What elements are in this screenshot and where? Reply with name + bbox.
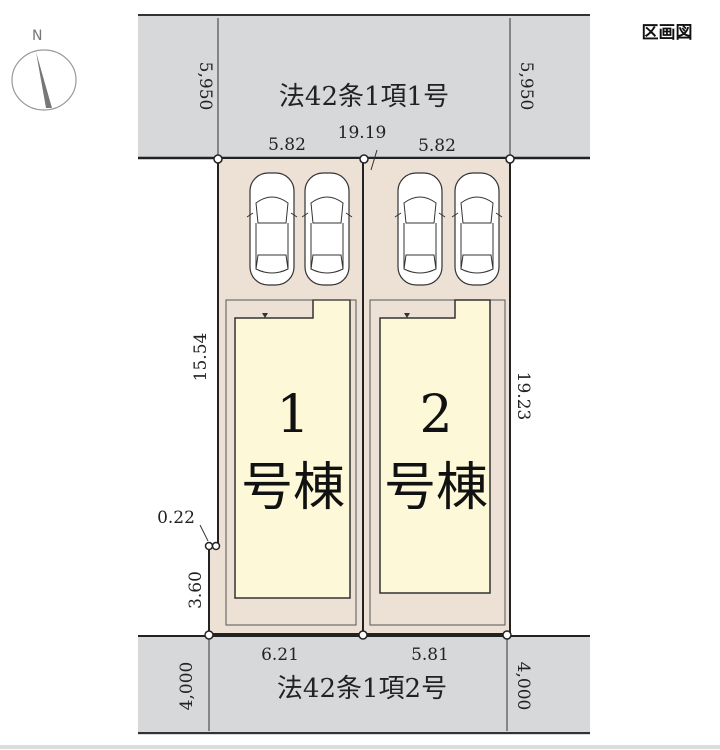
parking-space-car-icon [394, 172, 446, 286]
boundary-markers [204, 154, 515, 640]
title-box: 区画図 [625, 20, 710, 44]
south-road-width-right: 4,000 [513, 662, 533, 711]
dim-bottom-lot1: 6.21 [261, 645, 299, 665]
north-road: 法42条1項1号 5,950 5,950 [138, 14, 590, 160]
north-road-width-left: 5,950 [195, 62, 215, 111]
dim-top-lot2: 5.82 [418, 136, 456, 156]
north-compass-icon: N [11, 28, 77, 111]
parking-space-car-icon [301, 172, 353, 286]
lot-1: 1 号棟 [208, 157, 364, 635]
dim-right: 19.23 [513, 372, 533, 421]
lot-1-label: 号棟 [241, 458, 345, 518]
lot-2-label: 号棟 [384, 458, 488, 518]
dim-top-diagonal: 19.19 [338, 123, 387, 143]
lot-1-number: 1 [276, 385, 309, 445]
dim-left-jog: 0.22 [157, 508, 195, 528]
north-label: N [32, 28, 42, 44]
parking-space-car-icon [246, 172, 298, 286]
north-road-label: 法42条1項1号 [279, 82, 449, 112]
dim-top-lot1: 5.82 [268, 135, 306, 155]
south-road-width-left: 4,000 [177, 662, 197, 711]
lot-dimensions: 5.82 19.19 5.82 15.54 0.22 3.60 19.23 6.… [157, 123, 533, 665]
lot-2: 2 号棟 [362, 157, 511, 635]
dim-bottom-lot2: 5.81 [411, 645, 449, 665]
south-road: 法42条1項2号 4,000 4,000 [138, 635, 590, 735]
dim-left-upper: 15.54 [191, 333, 211, 382]
north-road-width-right: 5,950 [516, 62, 536, 111]
dim-left-lower: 3.60 [186, 571, 206, 609]
lot-2-number: 2 [419, 385, 452, 445]
south-road-label: 法42条1項2号 [277, 674, 447, 704]
page-title: 区画図 [642, 23, 693, 43]
parking-space-car-icon [451, 172, 503, 286]
